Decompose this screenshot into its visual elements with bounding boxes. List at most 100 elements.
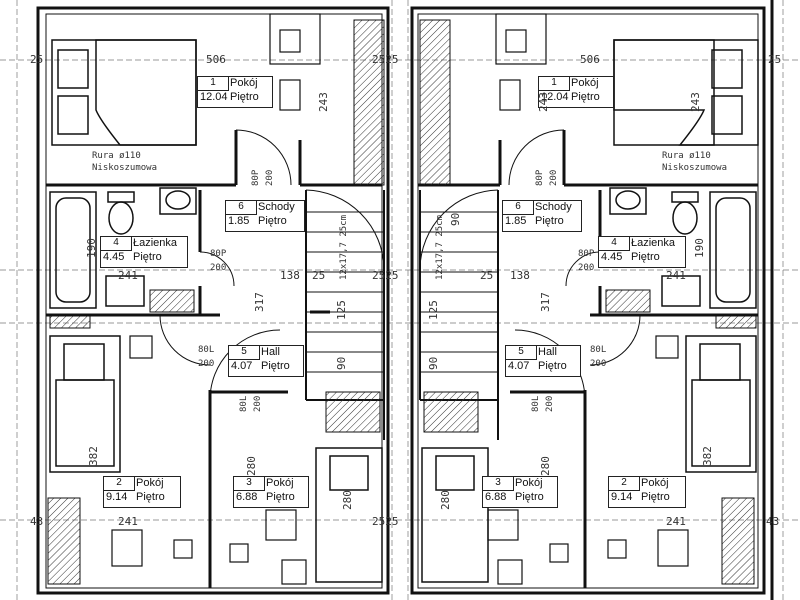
dimension-241: 241 <box>666 269 686 282</box>
room-name: Pokój <box>515 477 543 489</box>
room-label-4-left: 4 Łazienka 4.45 Piętro <box>100 236 188 268</box>
door-label-80l: 80L <box>531 395 541 412</box>
dimension-138: 138 <box>510 269 530 282</box>
room-number: 5 <box>229 346 260 360</box>
room-floor: Piętro <box>571 91 600 103</box>
room-label-6-left: 6 Schody 1.85 Piętro <box>225 200 305 232</box>
dimension-243: 243 <box>317 92 330 112</box>
room-area: 4.45 <box>601 251 623 263</box>
stair-note-left: 12x17,7 25cm <box>339 214 349 280</box>
room-floor: Piętro <box>631 251 660 263</box>
room-label-3-right: 3 Pokój 6.88 Piętro <box>482 476 558 508</box>
toilet-icon <box>107 191 699 235</box>
door-swings <box>159 129 641 401</box>
room-number: 4 <box>101 237 132 251</box>
room-number: 4 <box>599 237 630 251</box>
room-label-5-left: 5 Hall 4.07 Piętro <box>228 345 304 377</box>
dimension-25: 25 <box>312 269 326 282</box>
right-unit-walls <box>410 0 774 600</box>
room-label-1-right: 1 Pokój 12.04 Piętro <box>538 76 614 108</box>
room-number: 6 <box>503 201 534 215</box>
door-label-80p: 80P <box>251 169 261 186</box>
room-number: 2 <box>609 477 640 491</box>
room-area: 9.14 <box>611 491 633 503</box>
room-floor: Piętro <box>515 491 544 503</box>
dimension-506: 506 <box>580 53 600 66</box>
dimension-190: 190 <box>85 238 98 258</box>
dimension-125: 125 <box>427 300 440 320</box>
room-name: Pokój <box>230 77 258 89</box>
stair-treads <box>306 211 498 373</box>
pipe-note-line2: Niskoszumowa <box>662 163 728 173</box>
dimension-25: 25 <box>30 53 44 66</box>
dimension-190: 190 <box>693 238 706 258</box>
room-number: 6 <box>226 201 257 215</box>
room-name: Łazienka <box>133 237 178 249</box>
dimension-280: 280 <box>341 490 354 510</box>
room-name: Pokój <box>136 477 164 489</box>
room-number: 1 <box>539 77 570 91</box>
hatched-walls <box>47 19 757 585</box>
dimension-280: 280 <box>539 456 552 476</box>
room-label-6-right: 6 Schody 1.85 Piętro <box>502 200 582 232</box>
door-height: 200 <box>545 395 555 412</box>
room-label-5-right: 5 Hall 4.07 Piętro <box>505 345 581 377</box>
room-area: 6.88 <box>236 491 258 503</box>
pipe-note-left: Rura ø110 Niskoszumowa <box>92 152 157 173</box>
dimension-138: 138 <box>280 269 300 282</box>
pipe-note-line1: Rura ø110 <box>662 151 711 161</box>
dimension-125: 125 <box>335 300 348 320</box>
room-name: Pokój <box>641 477 669 489</box>
dimension-241: 241 <box>666 515 686 528</box>
dimension-280: 280 <box>439 490 452 510</box>
dimension-25: 25 <box>768 53 782 66</box>
dimension-243: 243 <box>537 92 550 112</box>
room-number: 2 <box>104 477 135 491</box>
sink-icon <box>105 187 701 307</box>
room-name: Hall <box>261 346 280 358</box>
dimension-382: 382 <box>87 446 100 466</box>
room-number: 3 <box>483 477 514 491</box>
dimension-382: 382 <box>701 446 714 466</box>
room-area: 6.88 <box>485 491 507 503</box>
door-height: 200 <box>549 169 559 186</box>
door-label-80l: 80L <box>198 345 215 355</box>
room-label-2-left: 2 Pokój 9.14 Piętro <box>103 476 181 508</box>
room-floor: Piętro <box>261 360 290 372</box>
room-name: Schody <box>258 201 295 213</box>
room-area: 1.85 <box>228 215 250 227</box>
room-name: Schody <box>535 201 572 213</box>
dimension-90: 90 <box>449 212 462 226</box>
door-label-80p: 80P <box>578 249 595 259</box>
room-area: 4.07 <box>231 360 253 372</box>
room-number: 3 <box>234 477 265 491</box>
room-floor: Piętro <box>535 215 564 227</box>
door-height: 200 <box>578 263 595 273</box>
dimension-90: 90 <box>335 356 348 370</box>
room-floor: Piętro <box>641 491 670 503</box>
furniture <box>111 13 689 585</box>
dimension-90: 90 <box>427 356 440 370</box>
dimension-43: 43 <box>766 515 780 528</box>
dimension-2525: 2525 <box>372 53 399 66</box>
room-name: Pokój <box>266 477 294 489</box>
stair-note-right: 12x17,7 25cm <box>435 214 445 280</box>
dimension-317: 317 <box>539 292 552 312</box>
room-label-1-left: 1 Pokój 12.04 Piętro <box>197 76 273 108</box>
door-label-80p: 80P <box>535 169 545 186</box>
door-label-80p: 80P <box>210 249 227 259</box>
room-number: 5 <box>506 346 537 360</box>
room-label-2-right: 2 Pokój 9.14 Piętro <box>608 476 686 508</box>
dimension-243: 243 <box>689 92 702 112</box>
dimension-25: 25 <box>480 269 494 282</box>
pipe-note-right: Rura ø110 Niskoszumowa <box>662 152 727 173</box>
door-label-80l: 80L <box>239 395 249 412</box>
bathtub-icon <box>49 191 757 309</box>
room-floor: Piętro <box>538 360 567 372</box>
room-area: 9.14 <box>106 491 128 503</box>
dimension-2525: 2525 <box>372 269 399 282</box>
door-height: 200 <box>590 359 607 369</box>
door-height: 200 <box>265 169 275 186</box>
